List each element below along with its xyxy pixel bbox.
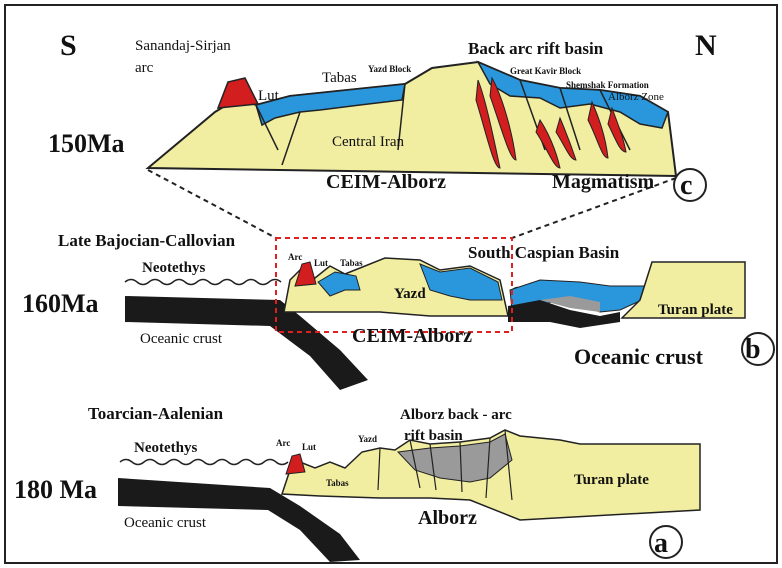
panel-b-ceim-label: CEIM-Alborz: [352, 325, 472, 347]
panel-b-yazd-label: Yazd: [394, 286, 426, 302]
panel-b-oceanic-crust-left-label: Oceanic crust: [140, 331, 223, 347]
panel-b-lut-label: Lut: [314, 258, 328, 268]
panel-c-yazd-label: Yazd Block: [368, 64, 411, 74]
panel-b-age-label: 160Ma: [22, 289, 99, 318]
panel-c-letter: c: [680, 170, 692, 201]
panel-c-tabas-label: Tabas: [322, 70, 357, 86]
panel-c-back-arc-label: Back arc rift basin: [468, 39, 604, 58]
panel-b-tabas-label: Tabas: [340, 258, 363, 268]
panel-c-ceim-label: CEIM-Alborz: [326, 171, 446, 193]
panel-a-turan-label: Turan plate: [574, 472, 649, 488]
panel-b-neotethys-label: Neotethys: [142, 260, 205, 276]
panel-c-age-label: 150Ma: [48, 129, 125, 158]
panel-a-yazd-label: Yazd: [358, 434, 377, 444]
panel-b-south-caspian-label: South Caspian Basin: [468, 243, 620, 262]
panel-b-period-label: Late Bajocian-Callovian: [58, 231, 236, 250]
panel-a-age-label: 180 Ma: [14, 475, 97, 504]
panel-b-turan-label: Turan plate: [658, 302, 733, 318]
panel-c-shemshak-label: Shemshak Formation: [566, 80, 649, 90]
panel-a-alborz-label: Alborz: [418, 507, 477, 529]
panel-a-tabas-label: Tabas: [326, 478, 349, 488]
panel-b-oceanic-crust-right-label: Oceanic crust: [574, 344, 704, 369]
panel-a-period-label: Toarcian-Aalenian: [88, 404, 224, 423]
panel-a-letter: a: [654, 528, 668, 559]
panel-a-back-arc-label-line1: Alborz back - arc: [400, 407, 512, 423]
panel-c-lut-label: Lut: [258, 88, 280, 104]
panel-c-alborz-zone-label: Alborz Zone: [608, 91, 664, 103]
panel-c-great-kavir-label: Great Kavir Block: [510, 66, 581, 76]
panel-c-magmatism-label: Magmatism: [552, 171, 655, 193]
panel-c-arc-label-line1: Sanandaj-Sirjan: [135, 38, 231, 54]
panel-a-lut-label: Lut: [302, 442, 316, 452]
north-label: N: [695, 29, 717, 62]
panel-b-letter: b: [745, 334, 761, 365]
panel-a-neotethys-label: Neotethys: [134, 440, 197, 456]
panel-a-back-arc-label-line2: rift basin: [404, 428, 463, 444]
south-label: S: [60, 29, 77, 62]
panel-a-oceanic-crust-label: Oceanic crust: [124, 515, 207, 531]
panel-b-arc-label: Arc: [288, 252, 302, 262]
panel-a-arc-label: Arc: [276, 438, 290, 448]
panel-c-arc-label-line2: arc: [135, 60, 154, 76]
panel-c-central-iran-label: Central Iran: [332, 134, 405, 150]
